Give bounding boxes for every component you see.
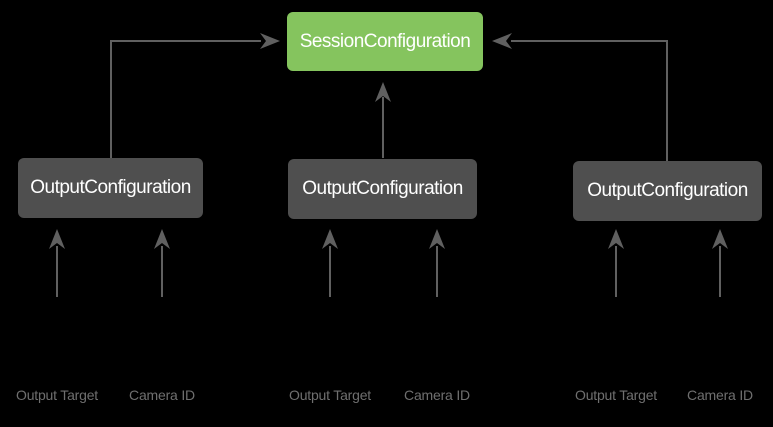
arrowhead-up-icon xyxy=(608,229,624,249)
output-configuration-node-2: OutputConfiguration xyxy=(288,159,477,219)
connector-output3-to-session xyxy=(492,33,668,161)
connector-output1-to-session xyxy=(110,33,280,158)
input-label-output-target-3: Output Target xyxy=(575,387,657,403)
arrowhead-up-icon xyxy=(712,229,728,249)
input-label-camera-id-1: Camera ID xyxy=(129,387,195,403)
arrowhead-up-icon xyxy=(375,82,391,102)
arrow-camera-id-2 xyxy=(429,229,445,297)
input-label-camera-id-3: Camera ID xyxy=(687,387,753,403)
arrow-camera-id-1 xyxy=(154,229,170,297)
input-label-output-target-1: Output Target xyxy=(16,387,98,403)
arrowhead-up-icon xyxy=(49,229,65,249)
input-label-camera-id-2: Camera ID xyxy=(404,387,470,403)
input-label-output-target-2: Output Target xyxy=(289,387,371,403)
session-configuration-node: SessionConfiguration xyxy=(287,12,483,71)
arrow-output-target-2 xyxy=(322,229,338,297)
arrowhead-up-icon xyxy=(322,229,338,249)
output-configuration-node-1: OutputConfiguration xyxy=(18,158,203,218)
arrowhead-right-icon xyxy=(260,33,280,49)
arrow-output-target-3 xyxy=(608,229,624,297)
output-configuration-node-3: OutputConfiguration xyxy=(573,161,762,221)
arrowhead-left-icon xyxy=(492,33,512,49)
arrowhead-up-icon xyxy=(429,229,445,249)
arrow-output-target-1 xyxy=(49,229,65,297)
connector-output2-to-session xyxy=(375,82,391,158)
arrow-camera-id-3 xyxy=(712,229,728,297)
arrowhead-up-icon xyxy=(154,229,170,249)
